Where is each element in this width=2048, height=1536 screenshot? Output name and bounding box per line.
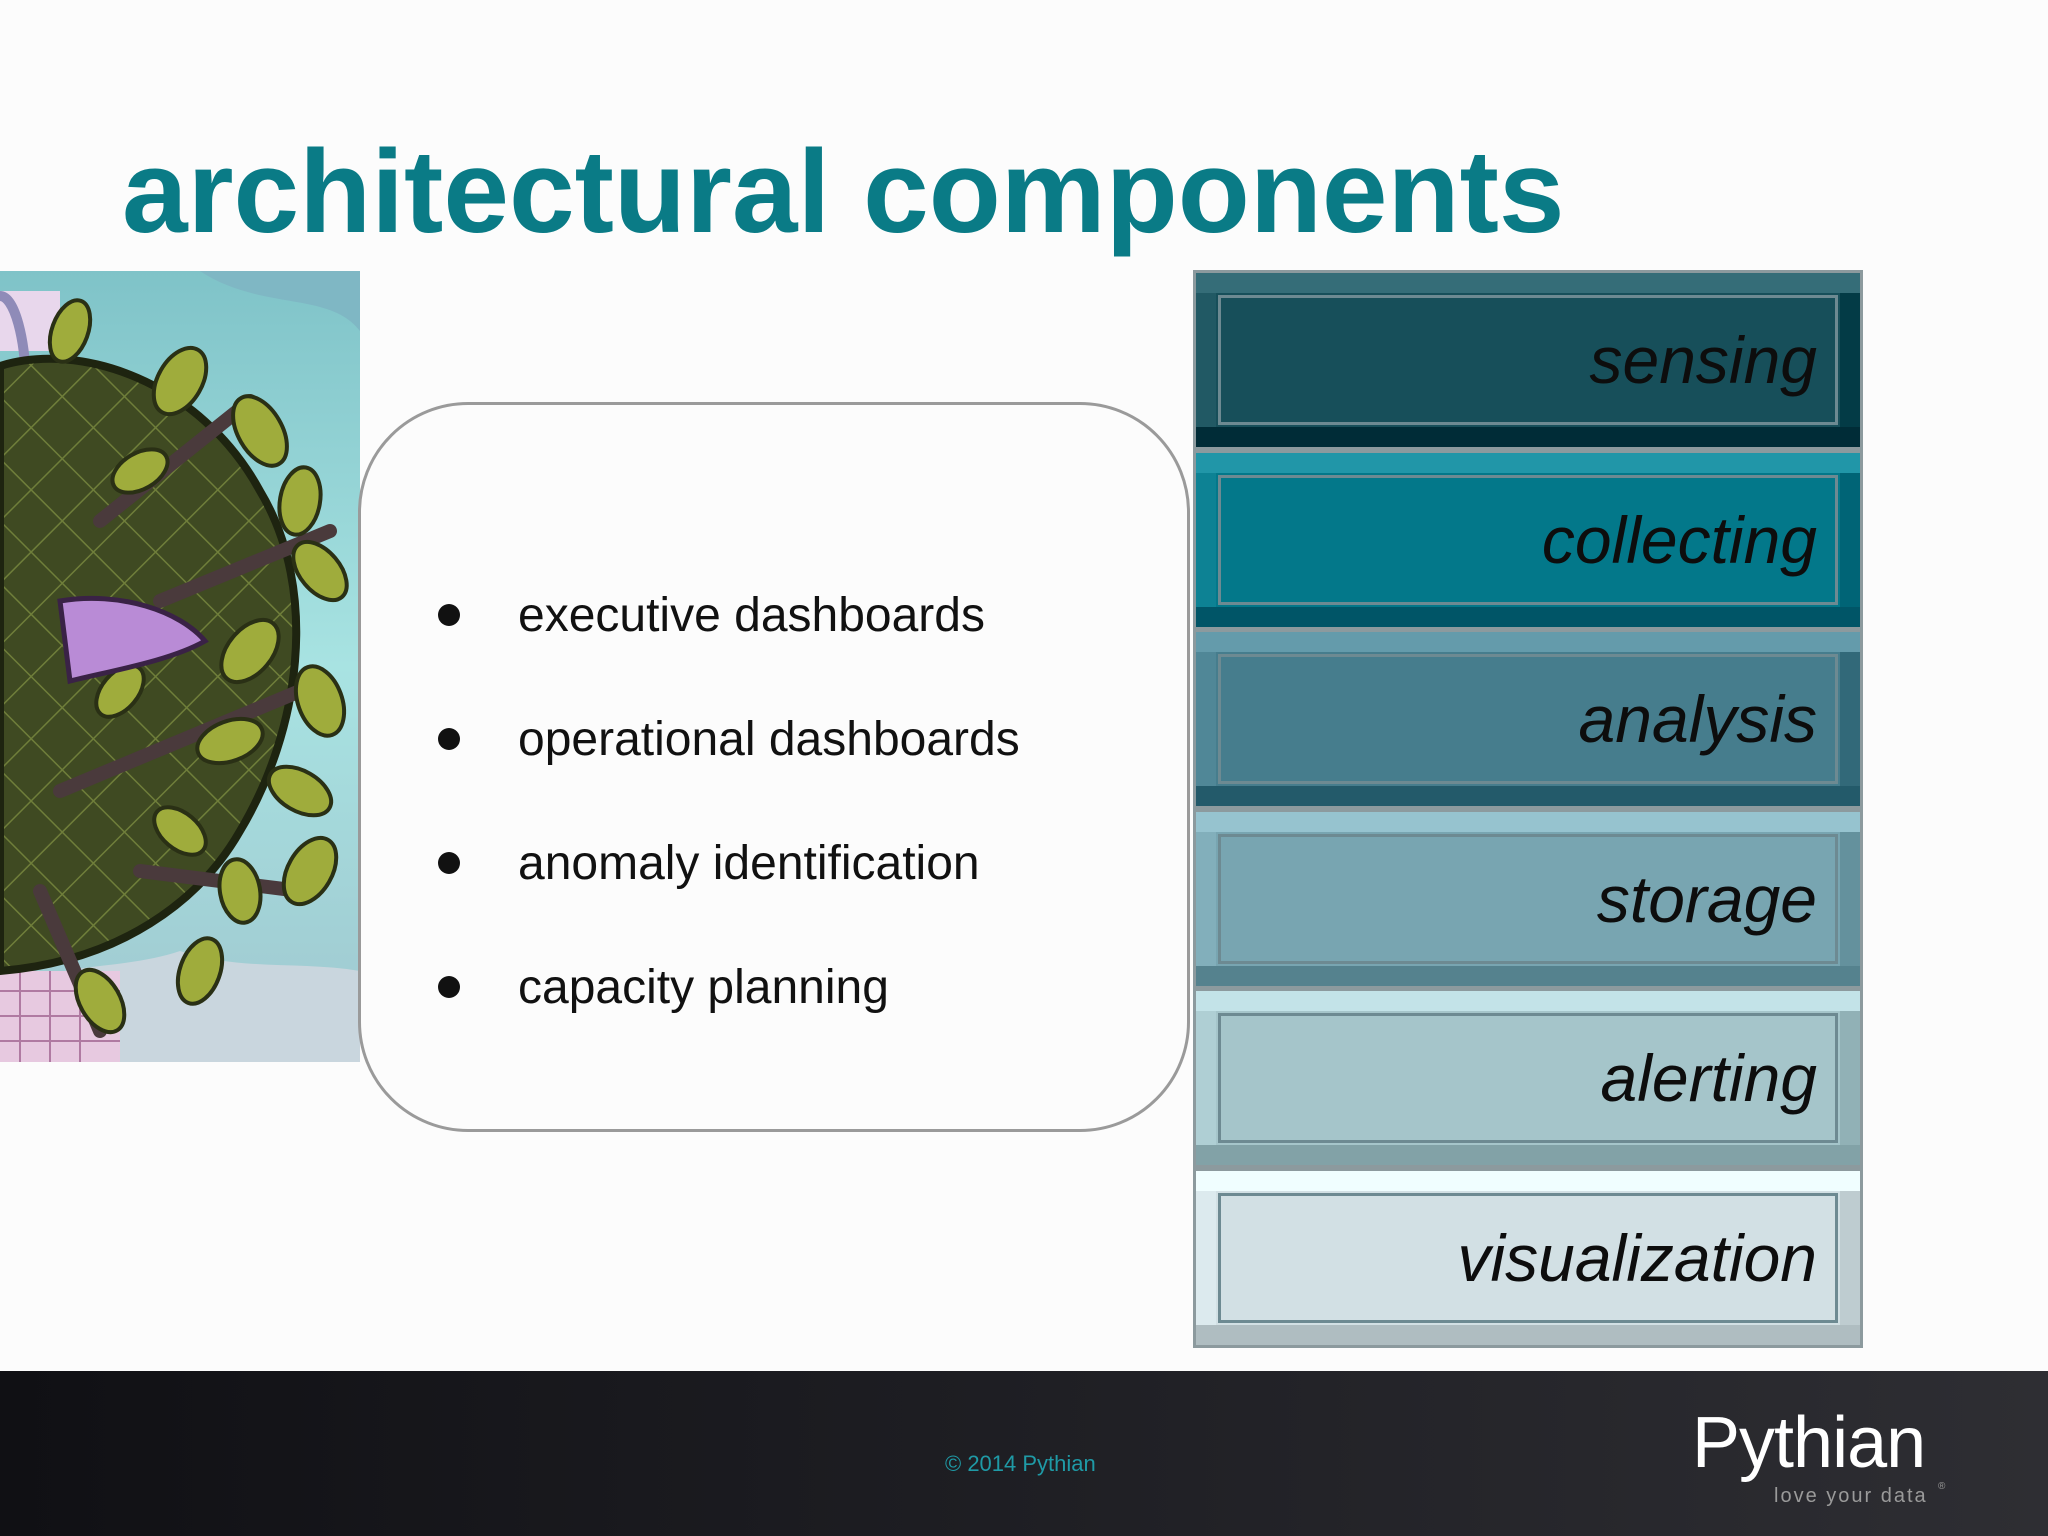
component-label: analysis bbox=[1578, 682, 1817, 757]
bullet-text: anomaly identification bbox=[518, 836, 980, 890]
logo-wordmark: Pythian bbox=[1692, 1403, 1926, 1483]
component-label: collecting bbox=[1541, 502, 1817, 577]
pythian-logo: Pythian love your data ® bbox=[1692, 1407, 1952, 1517]
component-block-analysis: analysis bbox=[1193, 629, 1863, 810]
bullet-text: capacity planning bbox=[518, 960, 889, 1014]
component-block-collecting: collecting bbox=[1193, 449, 1863, 630]
component-stack: sensing collecting analysis storage aler… bbox=[1193, 270, 1863, 1348]
list-item: capacity planning bbox=[438, 925, 1020, 1049]
bullet-icon bbox=[438, 728, 460, 750]
component-block-visualization: visualization bbox=[1193, 1168, 1863, 1348]
component-label: visualization bbox=[1457, 1221, 1817, 1295]
component-block-alerting: alerting bbox=[1193, 988, 1863, 1169]
list-item: operational dashboards bbox=[438, 677, 1020, 801]
list-item: anomaly identification bbox=[438, 801, 1020, 925]
footer-bar: © 2014 Pythian Pythian love your data ® bbox=[0, 1371, 2048, 1536]
use-cases-box: executive dashboards operational dashboa… bbox=[358, 402, 1190, 1132]
component-face: collecting bbox=[1218, 474, 1838, 605]
list-item: executive dashboards bbox=[438, 553, 1020, 677]
bullet-icon bbox=[438, 852, 460, 874]
component-block-sensing: sensing bbox=[1193, 270, 1863, 450]
bullet-text: executive dashboards bbox=[518, 588, 985, 642]
copyright-text: © 2014 Pythian bbox=[945, 1451, 1096, 1476]
bullet-text: operational dashboards bbox=[518, 712, 1020, 766]
component-label: alerting bbox=[1600, 1041, 1817, 1116]
component-face: sensing bbox=[1218, 295, 1838, 425]
bullet-icon bbox=[438, 976, 460, 998]
registered-mark-icon: ® bbox=[1938, 1481, 1946, 1492]
slide-title: architectural components bbox=[122, 126, 1565, 258]
component-label: sensing bbox=[1589, 323, 1818, 397]
component-block-storage: storage bbox=[1193, 808, 1863, 989]
logo-tagline: love your data bbox=[1774, 1485, 1928, 1507]
component-face: analysis bbox=[1218, 654, 1838, 785]
component-face: storage bbox=[1218, 833, 1838, 964]
bullet-icon bbox=[438, 604, 460, 626]
use-cases-list: executive dashboards operational dashboa… bbox=[438, 553, 1020, 1049]
component-label: storage bbox=[1596, 861, 1817, 936]
component-face: visualization bbox=[1218, 1193, 1838, 1323]
cartoon-tree-illustration bbox=[0, 271, 360, 1062]
component-face: alerting bbox=[1218, 1013, 1838, 1144]
